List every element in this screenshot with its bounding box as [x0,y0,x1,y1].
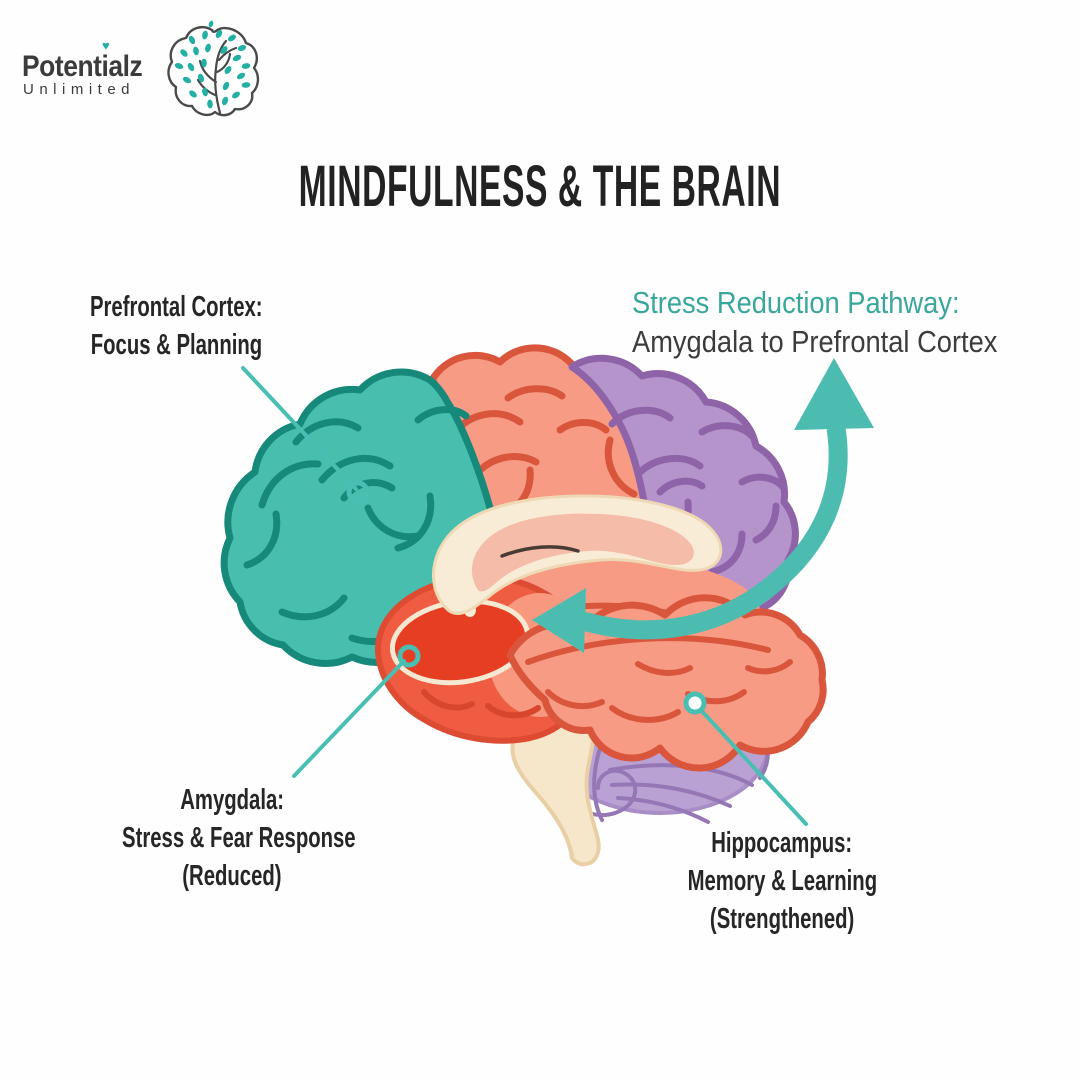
corpus-callosum [432,494,723,616]
arrowhead-up [794,358,874,430]
pathway-heading: Stress Reduction Pathway: [632,285,960,320]
label-hippocampus: Hippocampus: Memory & Learning (Strength… [687,827,877,935]
occipital-lobe [568,354,799,636]
pathway-note: Stress Reduction Pathway: Amygdala to Pr… [632,283,1047,361]
hippocampus-leader-line [697,706,808,826]
heart-icon: ♥ [102,38,110,53]
stress-reduction-arrow [532,358,874,653]
brand-logo: Potentialz ♥ Unlimited [0,0,300,130]
label-prefrontal-cortex: Prefrontal Cortex: Focus & Planning [89,291,263,361]
leaves [174,20,251,109]
amygdala-leader-line [292,659,406,778]
pathway-subheading: Amygdala to Prefrontal Cortex [632,324,998,359]
callout-lines [241,366,808,826]
brain-tree-icon [167,20,260,117]
amygdala-marker [397,644,421,668]
prefrontal-marker [346,480,370,504]
arrowhead-left [532,588,586,653]
page-title: MINDFULNESS & THE BRAIN [298,154,782,219]
temporal-lobe [506,594,827,772]
brand-name: Potentialz [22,50,143,83]
hippocampus-marker [683,691,707,715]
prefrontal-leader-line [241,366,358,491]
brand-tagline: Unlimited [23,81,136,98]
label-amygdala: Amygdala: Stress & Fear Response (Reduce… [122,784,356,892]
